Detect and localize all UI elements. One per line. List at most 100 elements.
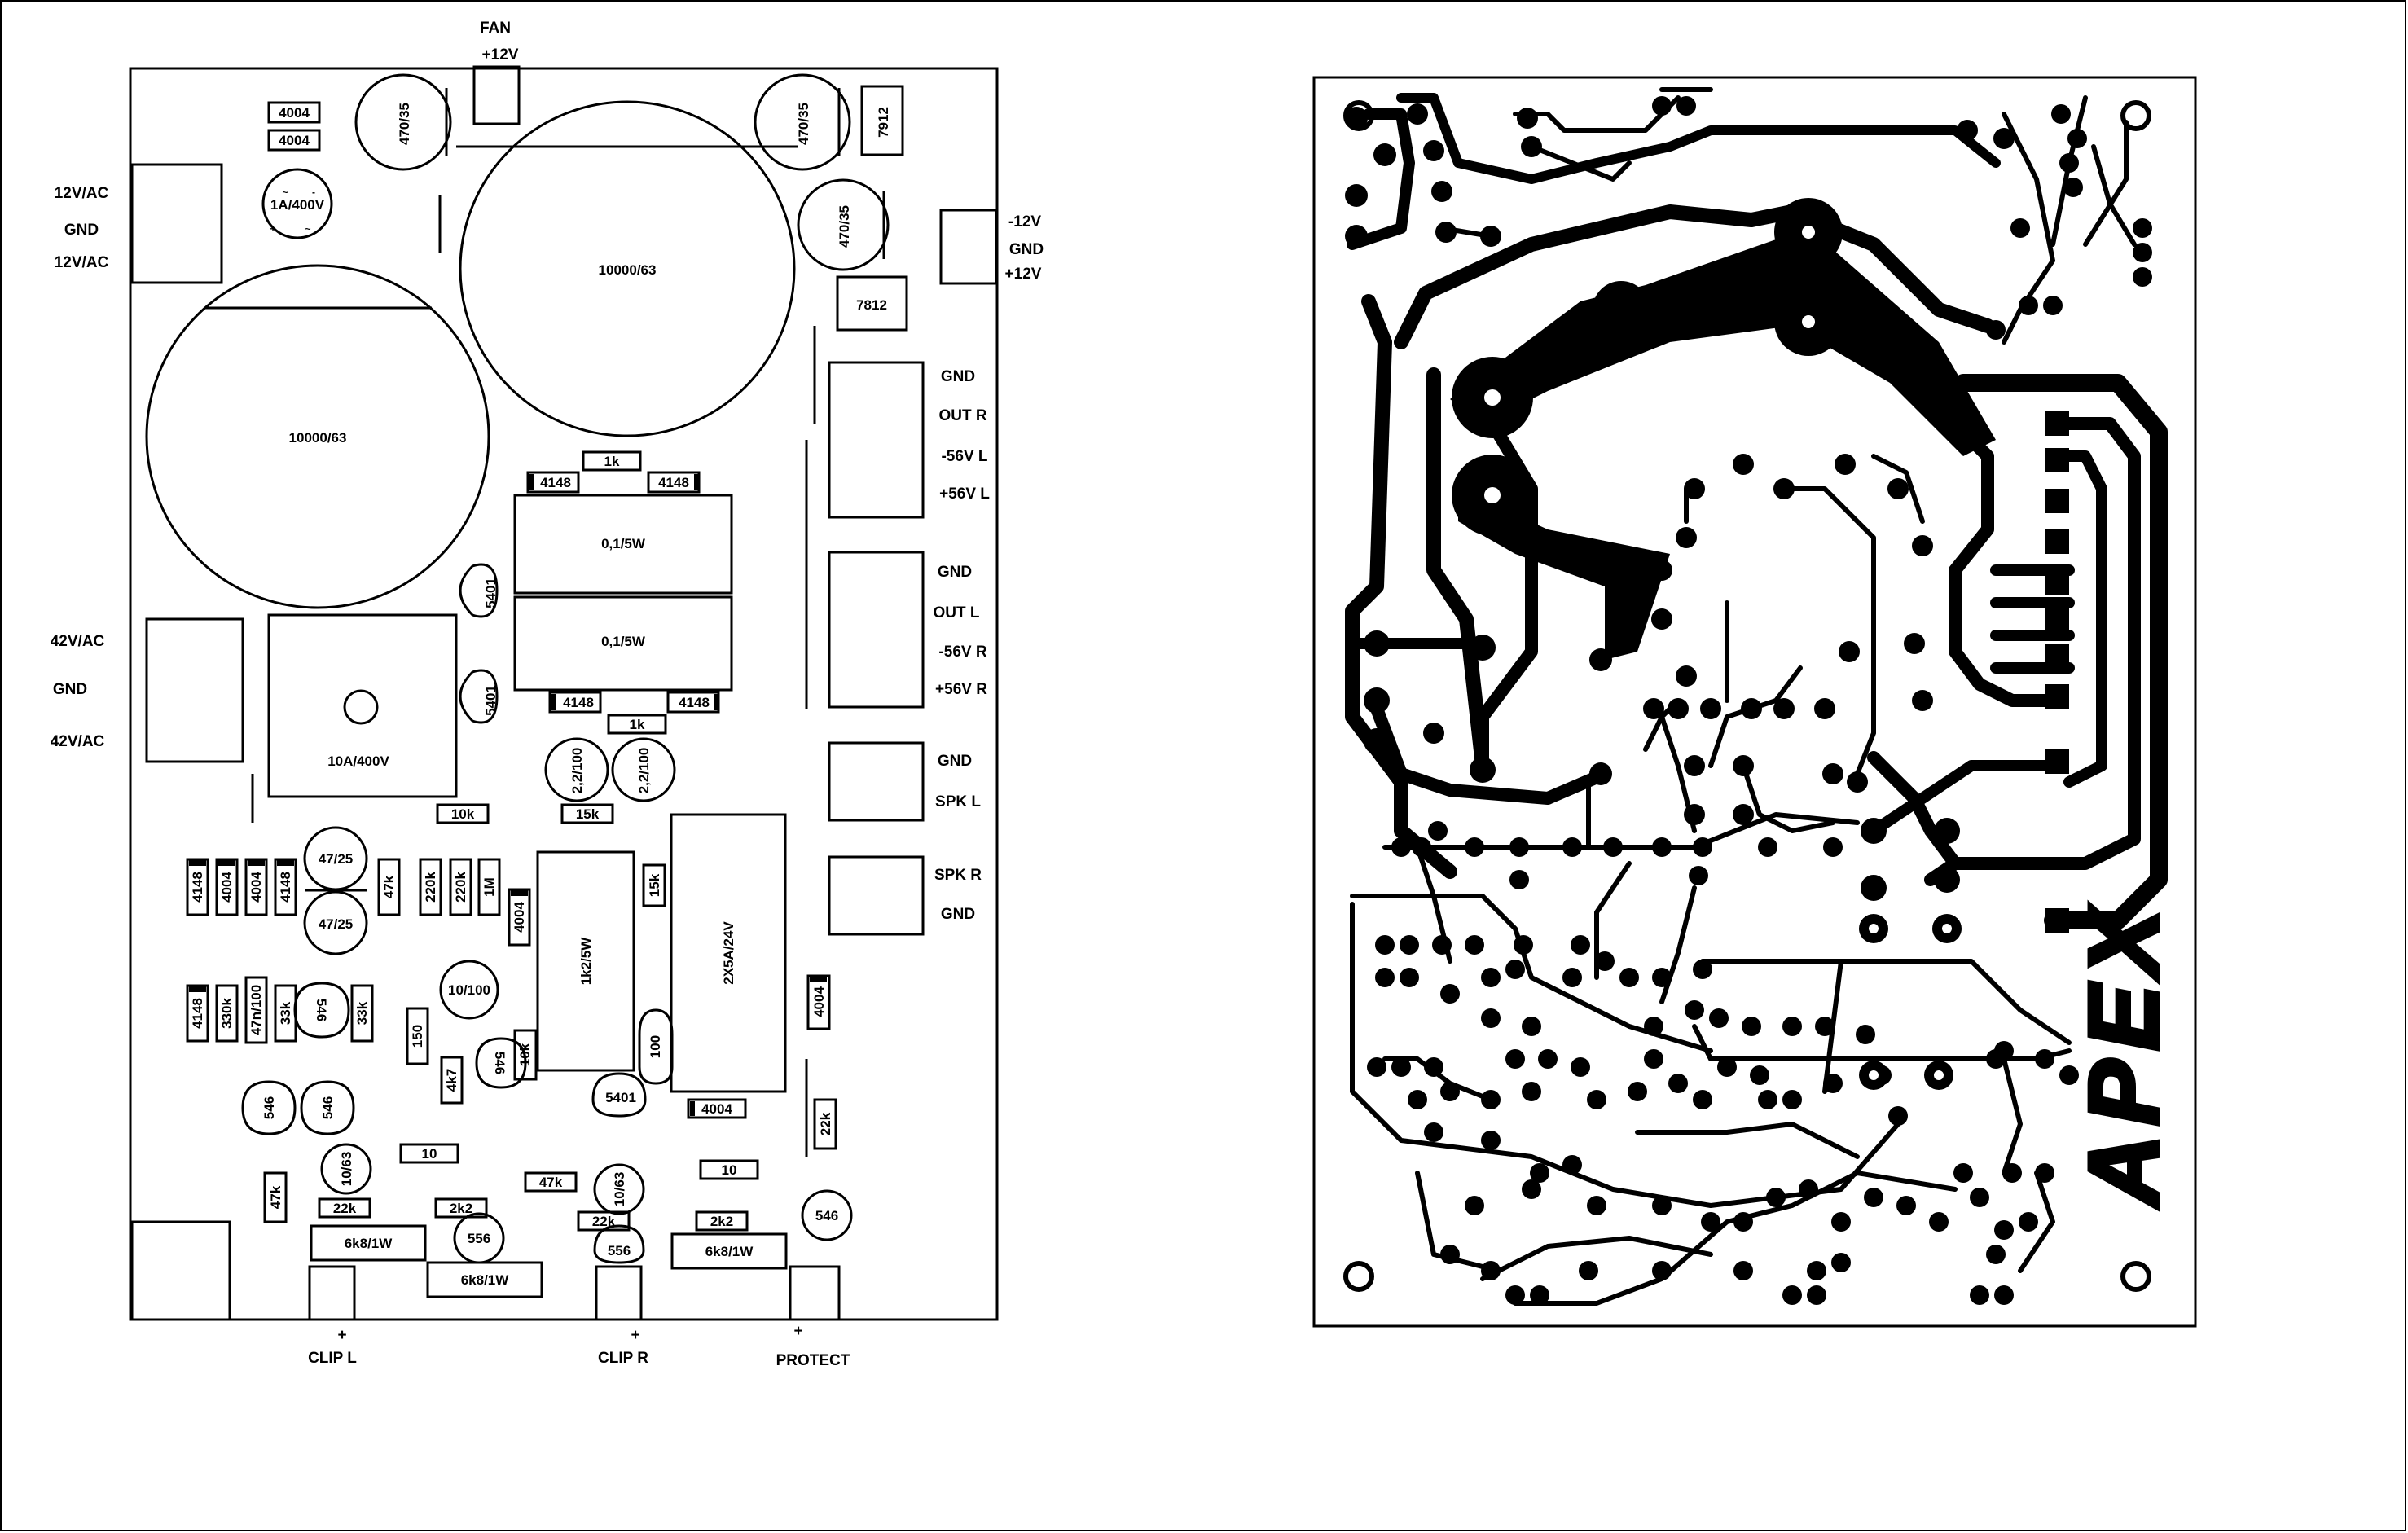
spk-l-connector (828, 741, 925, 822)
label-v4004-a: 4004 (219, 872, 235, 903)
res-01-a (513, 494, 733, 595)
out-l-plus56-label: +56V R (935, 681, 987, 698)
clip-r-label: CLIP R (598, 1350, 648, 1367)
label-d4148-tr: 4148 (658, 475, 689, 490)
label-546-c: 546 (261, 1096, 277, 1119)
label-v4004-b: 4004 (248, 872, 264, 903)
label-r6k8-c: 6k8/1W (705, 1244, 754, 1259)
label-556-a: 556 (468, 1231, 490, 1246)
protect-connector (789, 1265, 841, 1321)
label-r15k-b: 15k (647, 873, 662, 897)
reg-7912 (860, 85, 904, 156)
label-r22k-c: 22k (592, 1214, 616, 1229)
board-outline (129, 67, 999, 1321)
label-d4148-tl: 4148 (540, 475, 571, 490)
label-r6k8-b: 6k8/1W (461, 1272, 510, 1288)
label-r47k-c: 47k (268, 1185, 283, 1209)
label-r10-b: 10 (722, 1162, 737, 1178)
label-546-e: 546 (815, 1208, 838, 1223)
label-v4004-d: 4004 (811, 986, 827, 1017)
out-l-connector (828, 551, 925, 709)
protect-label: PROTECT (776, 1352, 850, 1369)
label-r33k-a: 33k (278, 1001, 293, 1025)
gnd-label-1: GND (64, 222, 99, 239)
out-l-label: OUT L (934, 604, 980, 622)
label-5401-a: 5401 (483, 578, 499, 608)
out-l-minus56-label: -56V R (938, 644, 986, 661)
label-556-b: 556 (608, 1243, 631, 1258)
label-v4148-c: 4148 (190, 998, 205, 1029)
label-bridge-small: 1A/400V (270, 197, 325, 213)
label-d4148-br: 4148 (679, 695, 710, 710)
label-r220k-a: 220k (423, 872, 438, 903)
minus12-label: -12V (1008, 213, 1041, 231)
fan-label: FAN (480, 20, 511, 37)
clip-r-plus: + (631, 1327, 639, 1344)
out-l-gnd-label: GND (938, 564, 972, 581)
label-d4004-b: 4004 (279, 133, 310, 148)
label-r330k: 330k (219, 998, 235, 1029)
label-7812: 7812 (856, 297, 887, 313)
spk-l-label: SPK L (935, 793, 981, 810)
res-1k2 (536, 850, 635, 1072)
protect-plus: + (793, 1323, 802, 1340)
label-bridge-minus: - (312, 187, 315, 198)
relay (670, 813, 787, 1093)
pcb-logo: APEX (2069, 900, 2178, 1208)
out-r-gnd-label: GND (941, 368, 975, 385)
label-r22k-a: 22k (818, 1112, 833, 1135)
label-r22k-b: 22k (333, 1201, 357, 1216)
ac42-label-2: 42V/AC (51, 733, 105, 750)
label-r10k-b: 10k (517, 1043, 533, 1066)
fan-voltage-label: +12V (482, 46, 519, 64)
label-r6k8-a: 6k8/1W (345, 1236, 393, 1251)
label-r01-b: 0,1/5W (601, 634, 646, 649)
out-r-label: OUT R (938, 407, 986, 424)
label-r10k-a: 10k (451, 806, 475, 822)
label-r33k-b: 33k (354, 1001, 370, 1025)
label-r47k-b: 47k (539, 1175, 563, 1190)
label-v4004-c: 4004 (512, 902, 527, 933)
big-bridge (267, 613, 458, 798)
label-r1k-bot: 1k (630, 717, 645, 732)
spk-r-connector (828, 855, 925, 936)
cap-470-c (797, 178, 890, 271)
label-c22-b: 2,2/100 (636, 748, 652, 794)
cap-470-a (354, 73, 452, 171)
big-cap-2 (145, 264, 490, 609)
label-r2k2-a: 2k2 (450, 1201, 472, 1216)
label-5401-c: 5401 (605, 1090, 636, 1105)
spk-r-label: SPK R (934, 867, 982, 884)
label-546-d: 546 (320, 1096, 336, 1119)
label-bridge-tilde2: ~ (305, 223, 310, 235)
label-5401-b: 5401 (483, 685, 499, 716)
gnd-label-2: GND (53, 681, 87, 698)
label-bridge-plus: + (270, 223, 275, 235)
label-r220k-b: 220k (453, 872, 468, 903)
big-cap-1 (459, 100, 796, 437)
label-c470-b: 470/35 (796, 103, 811, 145)
label-546-a: 546 (314, 999, 329, 1021)
clip-l-connector (308, 1265, 356, 1321)
pm12-connector (939, 209, 998, 285)
label-c10-100: 10/100 (448, 982, 490, 998)
label-c470-a: 470/35 (397, 103, 412, 145)
aux-connector (130, 1220, 231, 1321)
label-r4k7: 4k7 (444, 1069, 459, 1092)
label-v4148-b: 4148 (278, 872, 293, 903)
label-d4004-a: 4004 (279, 105, 310, 121)
label-546-b: 546 (492, 1052, 508, 1074)
label-r01-a: 0,1/5W (601, 536, 646, 551)
label-bigcap-1: 10000/63 (599, 262, 657, 278)
reg-7812 (836, 275, 908, 332)
res-01-b (513, 595, 733, 692)
label-r2k2-b: 2k2 (710, 1214, 733, 1229)
component-layout (129, 65, 999, 1321)
label-relay: 2X5A/24V (721, 921, 736, 985)
label-r15k-a: 15k (576, 806, 600, 822)
ac12-connector (130, 163, 223, 284)
label-r47k-a: 47k (381, 875, 397, 898)
label-c22-a: 2,2/100 (569, 748, 585, 794)
